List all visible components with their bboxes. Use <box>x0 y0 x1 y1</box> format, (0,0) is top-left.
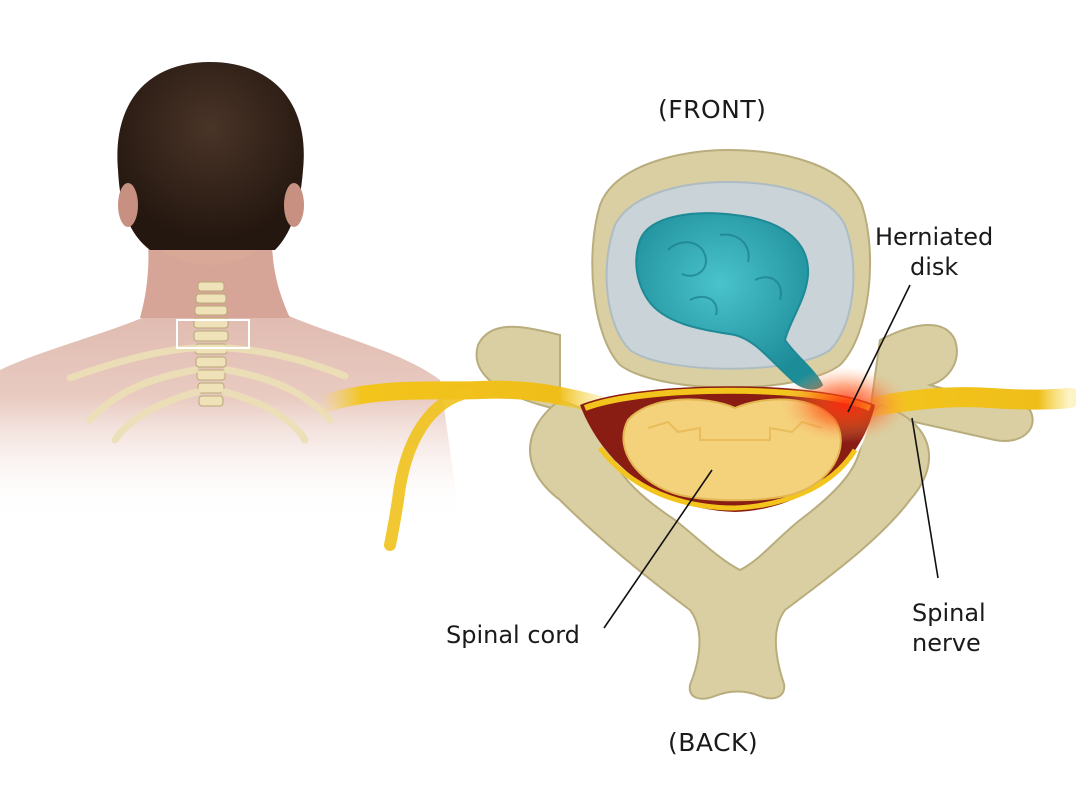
label-spinal-nerve: Spinal nerve <box>912 598 986 658</box>
label-front: (FRONT) <box>658 95 767 124</box>
leader-spinal-cord <box>603 469 713 629</box>
label-herniated-disk: Herniated disk <box>875 222 993 282</box>
right-ear <box>284 183 304 227</box>
inflammation-glow <box>780 367 910 443</box>
label-back: (BACK) <box>668 728 759 757</box>
leader-herniated-disk <box>847 284 911 413</box>
label-herniated-disk-line1: Herniated <box>875 223 994 251</box>
sheath-yellow-lower <box>598 446 858 511</box>
hair <box>117 62 304 250</box>
label-spinal-nerve-line2: nerve <box>912 629 981 657</box>
neck <box>140 240 290 318</box>
left-ear <box>118 183 138 227</box>
label-spinal-nerve-line1: Spinal <box>912 599 986 627</box>
leader-lines <box>603 284 939 629</box>
nerve-left <box>311 380 609 414</box>
label-spinal-cord: Spinal cord <box>446 621 580 649</box>
nerve-left-branch <box>384 386 476 551</box>
ribs-and-clavicles <box>66 344 349 444</box>
shoulders <box>0 250 460 520</box>
leader-spinal-nerve <box>911 417 939 579</box>
person-back-view <box>0 62 460 520</box>
cervical-spine <box>193 281 229 407</box>
cord-tissue <box>622 398 842 502</box>
nucleus-texture <box>667 233 782 316</box>
highlight-box <box>176 319 250 349</box>
label-herniated-disk-line2: disk <box>909 253 959 281</box>
